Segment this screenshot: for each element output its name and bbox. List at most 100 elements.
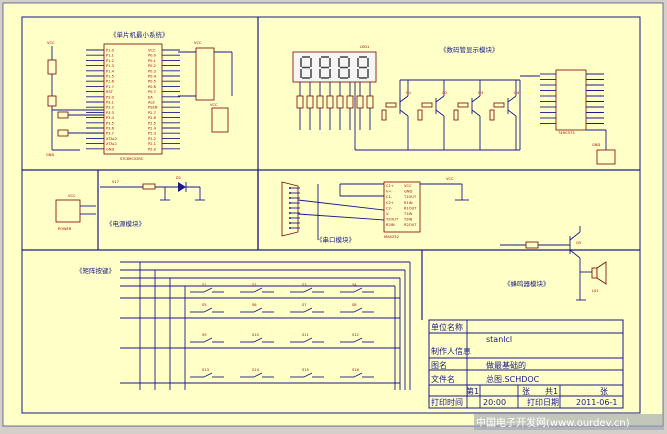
mcu-pin-label: P2.5: [148, 121, 156, 125]
tb-drawing-label: 图名: [431, 360, 447, 370]
title-block: 单位名称 stanlcl 制作人信息 图名 做最基础的 文件名 总图.SCHDO…: [428, 319, 624, 409]
mcu-pin-label: P2.4: [148, 127, 157, 131]
watermark: 中国电子开发网(www.ourdev.cn): [476, 416, 630, 429]
key-label: S16: [352, 368, 360, 372]
tb-file-label: 文件名: [431, 374, 455, 384]
serial-caps: [297, 183, 469, 240]
tb-time-value: 20:00: [483, 398, 506, 407]
seg-part-label: LED1: [360, 45, 369, 49]
watermark-bar: [474, 414, 664, 430]
key-switch-icon: [303, 337, 313, 343]
block-label-mcu: 《单片机最小系统》: [110, 30, 169, 39]
max-pin-label: C1+: [386, 184, 394, 188]
key-switch-icon: [203, 287, 213, 293]
svg-text:POWER: POWER: [58, 227, 72, 231]
key-switch-icon: [353, 307, 363, 313]
key-label: S12: [352, 333, 359, 337]
mcu-pin-label: P3.5: [106, 121, 114, 125]
max-pin-label: T2OUT: [385, 218, 399, 222]
key-label: S10: [252, 333, 260, 337]
seg-digits: [300, 56, 369, 79]
key-label: S3: [302, 283, 307, 287]
seg-digit: [300, 56, 312, 79]
svg-text:VCC: VCC: [194, 41, 202, 45]
key-switch-icon: [203, 337, 213, 343]
key-label: S4: [352, 283, 357, 287]
transistor-label: Q1: [406, 91, 411, 95]
db9-connector: [281, 181, 300, 237]
tb-sheet-mid: 张: [522, 387, 530, 396]
svg-text:Q5: Q5: [576, 241, 581, 245]
tb-drawing-value: 做最基础的: [486, 360, 526, 370]
tb-date-label: 打印日期: [527, 397, 559, 407]
svg-text:D1: D1: [176, 176, 181, 180]
svg-text:VCC: VCC: [446, 177, 454, 181]
mcu-pin-label: XTAL2: [106, 137, 117, 141]
key-switch-icon: [253, 337, 263, 343]
svg-text:S17: S17: [112, 180, 119, 184]
mcu-pin-label: P3.4: [106, 116, 115, 120]
mcu-pin-label: P3.6: [106, 127, 115, 131]
block-label-seg: 《数码管显示模块》: [440, 45, 499, 54]
vcc-label-reset: VCC: [47, 41, 55, 45]
tb-sheet-label: 第1: [466, 386, 479, 396]
key-switch-icon: [353, 287, 363, 293]
mcu-pin-label: P3.1: [106, 101, 114, 105]
max-pin-label: V+: [386, 190, 391, 194]
mcu-pin-label: P3.0: [106, 95, 115, 99]
key-label: S2: [252, 283, 257, 287]
key-switch-icon: [203, 372, 213, 378]
tb-unit-value: stanlcl: [486, 335, 512, 344]
key-label: S15: [302, 368, 309, 372]
max-pin-label: GND: [404, 190, 412, 194]
max-pin-label: T1IN: [403, 212, 413, 216]
mcu-pin-label: P0.6: [148, 85, 157, 89]
mcu-chip: [103, 43, 163, 155]
max-pin-label: VCC: [404, 184, 412, 188]
key-label: S9: [202, 333, 207, 337]
transistor-label: Q3: [478, 91, 483, 95]
max-pin-label: R1OUT: [404, 206, 417, 210]
key-label: S13: [202, 368, 209, 372]
inner-frame: [21, 16, 641, 414]
max-pin-label: C1-: [386, 195, 393, 199]
mcu-pin-label: P1.5: [106, 75, 114, 79]
max-pin-label: C2-: [386, 206, 393, 210]
mcu-right-pins: VCCP0.0P0.1P0.2P0.3P0.4P0.5P0.6P0.7EAALE…: [148, 49, 180, 151]
mcu-pin-label: P1.4: [106, 69, 115, 73]
tb-time-label: 打印时间: [431, 397, 463, 407]
tb-unit-label: 单位名称: [431, 322, 463, 332]
key-switch-icon: [203, 307, 213, 313]
key-switch-icon: [303, 307, 313, 313]
mcu-pin-label: ALE: [148, 101, 155, 105]
mcu-pin-label: P2.1: [148, 142, 156, 146]
mcu-pin-label: P2.6: [148, 116, 157, 120]
max-pin-label: C2+: [386, 201, 394, 205]
mcu-pin-label: P2.2: [148, 137, 156, 141]
svg-text:VCC: VCC: [210, 103, 218, 107]
max-pin-label: R2OUT: [404, 223, 417, 227]
mcu-pin-label: P0.5: [148, 80, 156, 84]
mcu-pin-label: P0.4: [148, 75, 157, 79]
max-pin-label: R2IN: [386, 223, 395, 227]
mcu-pin-label: P1.1: [106, 54, 114, 58]
key-switch-icon: [253, 307, 263, 313]
max-pin-label: T1OUT: [403, 195, 417, 199]
block-label-buzzer: 《蜂鸣器模块》: [504, 279, 550, 288]
seg-digit: [357, 56, 369, 79]
mcu-pin-label: P2.0: [148, 147, 157, 151]
buzzer-speaker-icon: [591, 267, 598, 279]
mcu-pin-label: P0.7: [148, 90, 156, 94]
key-switch-icon: [253, 287, 263, 293]
mcu-pin-label: P2.3: [148, 132, 156, 136]
key-label: S8: [352, 303, 357, 307]
seg-digit: [338, 56, 350, 79]
mcu-pin-label: P0.1: [148, 59, 156, 63]
block-label-serial: 《串口模块》: [316, 235, 355, 244]
mcu-part-label: STC89C52RC: [120, 157, 144, 161]
buzzer-circuit: Q5 LS1: [500, 226, 607, 301]
max-pin-label: V-: [386, 212, 390, 216]
tb-sheet-total: 共1: [545, 387, 558, 396]
mcu-pin-label: P1.2: [106, 59, 114, 63]
